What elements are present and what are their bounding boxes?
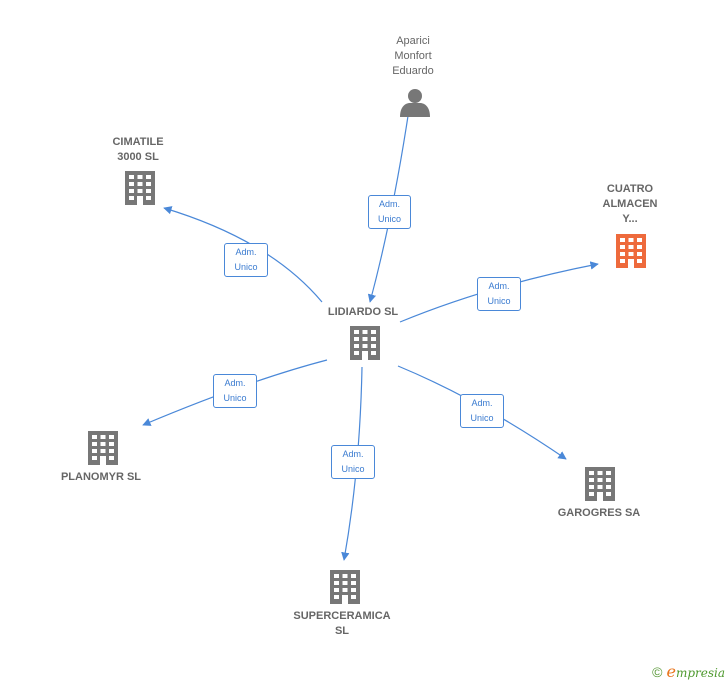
edge-label: Adm.Unico bbox=[368, 195, 411, 229]
copyright-icon: © bbox=[652, 663, 663, 680]
node-label-superceramica[interactable]: SUPERCERAMICA SL bbox=[293, 610, 391, 637]
edge-label: Adm.Unico bbox=[460, 394, 504, 428]
building-icon[interactable] bbox=[350, 326, 380, 360]
node-label-garogres[interactable]: GAROGRES SA bbox=[557, 507, 641, 519]
edge-label: Adm.Unico bbox=[224, 243, 268, 277]
node-label-aparici[interactable]: Aparici Monfort Eduardo bbox=[392, 35, 434, 77]
node-label-cimatile[interactable]: CIMATILE 3000 SL bbox=[112, 136, 164, 163]
building-icon[interactable] bbox=[88, 431, 118, 465]
node-label-cuatro[interactable]: CUATRO ALMACEN Y... bbox=[602, 183, 658, 225]
edge-label: Adm.Unico bbox=[213, 374, 257, 408]
building-icon[interactable] bbox=[616, 234, 646, 268]
edge-label: Adm.Unico bbox=[477, 277, 521, 311]
person-icon[interactable] bbox=[400, 89, 430, 117]
node-label-planomyr[interactable]: PLANOMYR SL bbox=[60, 471, 142, 483]
building-icon[interactable] bbox=[125, 171, 155, 205]
footer: © empresia bbox=[652, 662, 725, 681]
building-icon[interactable] bbox=[330, 570, 360, 604]
building-icon[interactable] bbox=[585, 467, 615, 501]
node-label-lidiardo[interactable]: LIDIARDO SL bbox=[327, 306, 399, 318]
brand-logo[interactable]: empresia bbox=[666, 662, 725, 681]
edge-label: Adm.Unico bbox=[331, 445, 375, 479]
